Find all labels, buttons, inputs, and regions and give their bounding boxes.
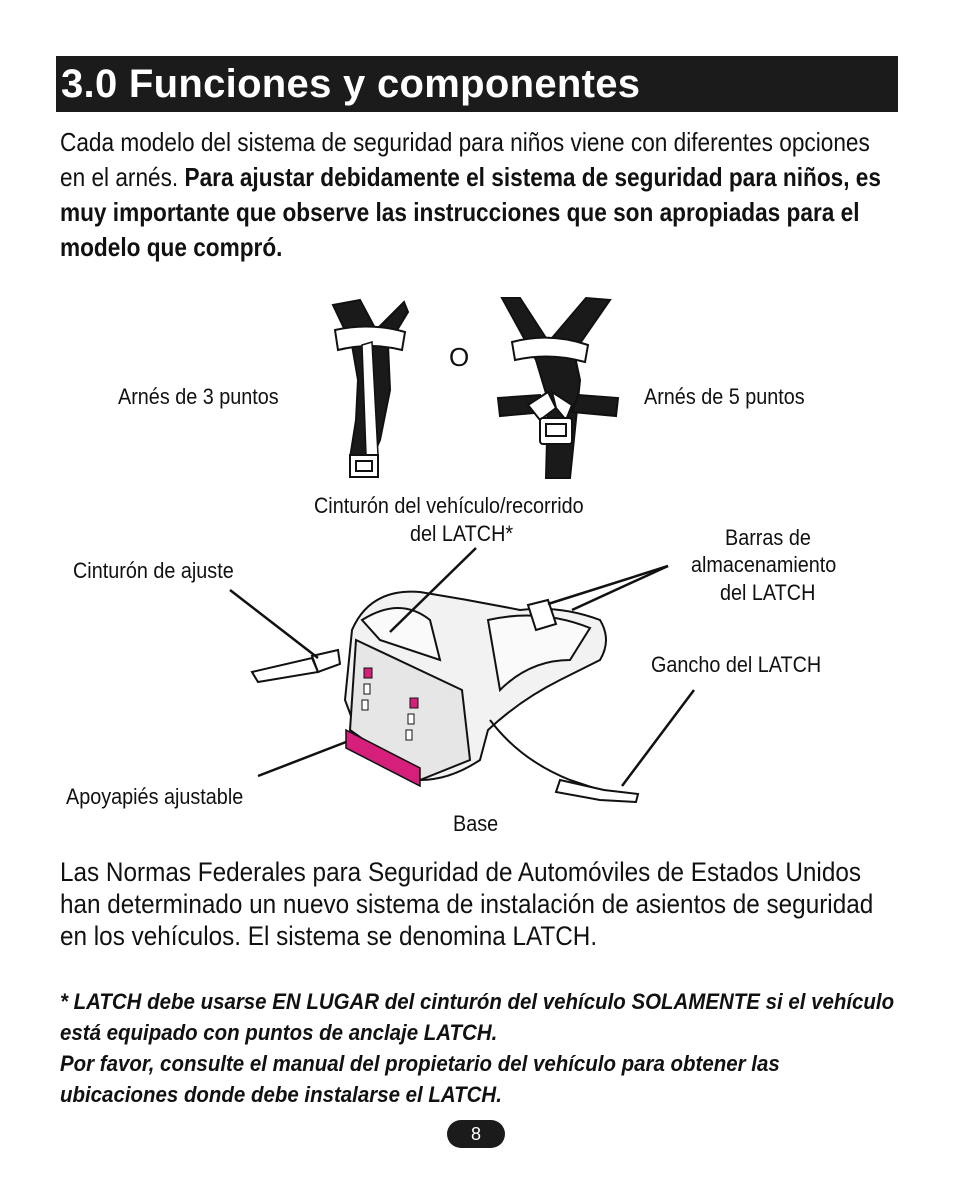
intro-paragraph: Cada modelo del sistema de seguridad par… xyxy=(60,125,900,265)
section-title-bar: 3.0 Funciones y componentes xyxy=(56,56,898,112)
section-title: 3.0 Funciones y componentes xyxy=(61,62,641,106)
latch-note: * LATCH debe usarse EN LUGAR del cinturó… xyxy=(60,986,897,1110)
page-number: 8 xyxy=(470,1124,481,1144)
intro-bold-text: Para ajustar debidamente el sistema de s… xyxy=(60,162,881,262)
harness-5-point-label: Arnés de 5 puntos xyxy=(644,384,805,409)
storage-bars-label-line1: Barras de xyxy=(725,525,811,550)
latch-note-line2: Por favor, consulte el manual del propie… xyxy=(60,1051,780,1107)
storage-bars-label-line2: almacenamiento xyxy=(691,552,837,577)
base-label: Base xyxy=(453,811,499,836)
intro-normal-text: Cada modelo del sistema de seguridad par… xyxy=(60,127,870,192)
harness-3-point-illustration xyxy=(331,298,410,478)
adjust-belt-label: Cinturón de ajuste xyxy=(73,558,234,583)
belt-path-label-line2: del LATCH* xyxy=(410,521,514,546)
latch-hook-label: Gancho del LATCH xyxy=(651,652,822,677)
storage-bars-label-line3: del LATCH xyxy=(720,580,816,605)
belt-path-label-line1: Cinturón del vehículo/recorrido xyxy=(314,493,584,518)
page-number-badge: 8 xyxy=(447,1120,505,1148)
car-seat-base-illustration xyxy=(250,590,640,804)
federal-standards-paragraph: Las Normas Federales para Seguridad de A… xyxy=(60,857,874,951)
leader-lines xyxy=(229,547,695,787)
footrest-label: Apoyapiés ajustable xyxy=(66,784,244,809)
latch-note-line1: * LATCH debe usarse EN LUGAR del cinturó… xyxy=(60,989,895,1045)
harness-3-point-label: Arnés de 3 puntos xyxy=(118,384,279,409)
or-label: O xyxy=(449,342,469,372)
harness-5-point-illustration xyxy=(496,296,620,479)
